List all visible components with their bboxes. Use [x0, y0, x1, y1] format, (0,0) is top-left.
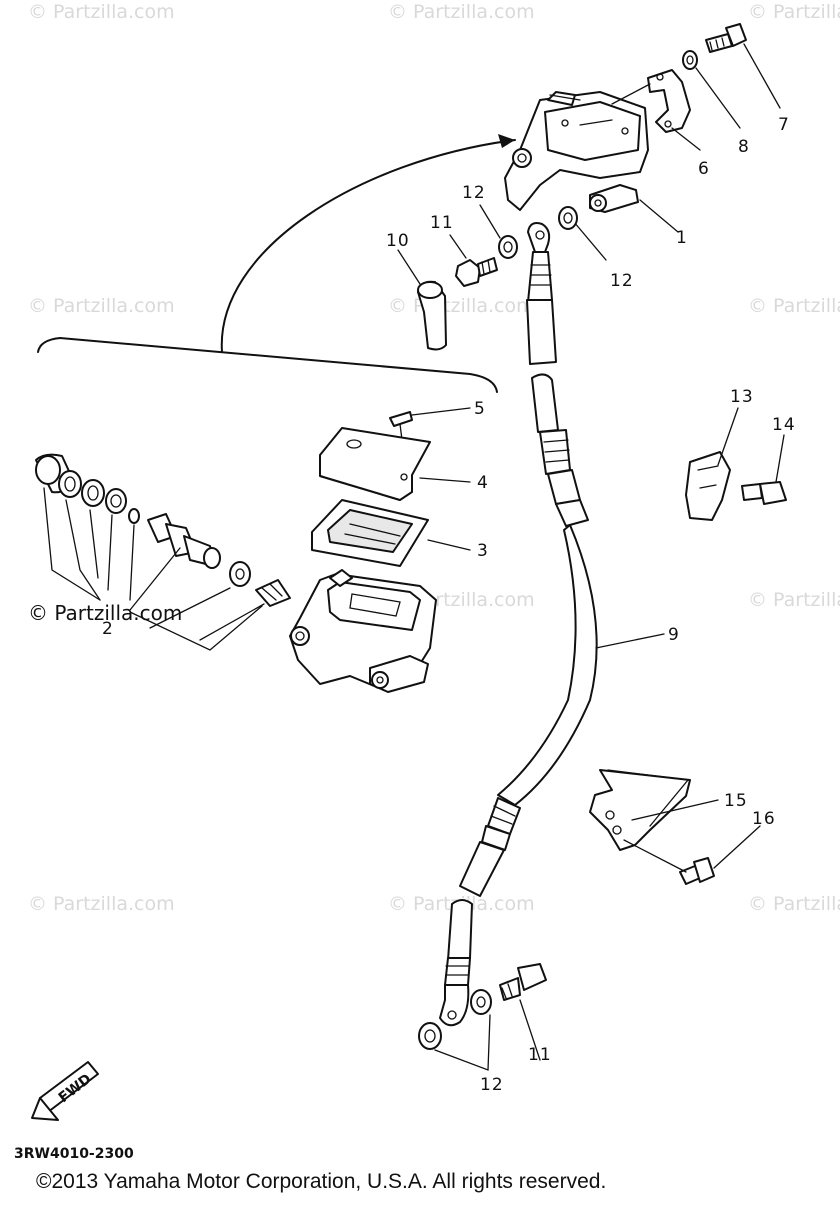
callout-10: 10: [386, 231, 410, 251]
callout-9: 9: [668, 625, 680, 645]
leader-12-top: [479, 204, 501, 239]
callout-3: 3: [477, 541, 489, 561]
leader-6b: [671, 127, 701, 151]
detail-bracket: [37, 337, 498, 393]
leader-2-fan: [43, 487, 265, 651]
leader-8: [695, 67, 741, 129]
watermark: © Partzilla.com: [28, 893, 175, 915]
callout-1: 1: [676, 228, 688, 248]
bolt-16: [679, 857, 715, 885]
leader-15: [631, 799, 719, 821]
leader-5: [411, 407, 471, 416]
bolt-14: [741, 481, 787, 505]
watermark-dark: © Partzilla.com: [28, 601, 182, 625]
arrow-head: [498, 134, 515, 148]
leader-1: [639, 199, 679, 233]
bolt-7: [705, 23, 747, 53]
washer-12-top-right: [558, 206, 578, 230]
hose-clip-13: [685, 451, 731, 521]
leader-10: [397, 249, 421, 285]
leader-11-bottom: [519, 999, 541, 1061]
callout-12-top: 12: [462, 183, 486, 203]
leader-3: [427, 539, 471, 551]
callout-15: 15: [724, 791, 748, 811]
master-cylinder-body: [289, 569, 437, 693]
copyright-notice: ©2013 Yamaha Motor Corporation, U.S.A. A…: [36, 1170, 606, 1193]
callout-11-top: 11: [430, 213, 454, 233]
leader-6: [611, 83, 651, 105]
leader-4: [419, 477, 471, 483]
callout-12-bottom: 12: [480, 1075, 504, 1095]
washer-12-bottom-right: [470, 989, 492, 1015]
callout-5: 5: [474, 399, 486, 419]
leader-15b: [623, 839, 687, 873]
watermark: © Partzilla.com: [388, 1, 535, 23]
watermark: © Partzilla.com: [388, 295, 535, 317]
callout-12-right: 12: [610, 271, 634, 291]
washer-8: [682, 50, 698, 70]
leader-16: [713, 825, 761, 869]
leader-13: [717, 407, 739, 466]
diaphragm-3: [311, 499, 429, 567]
reservoir-cover-4: [319, 427, 431, 501]
leader-12: [573, 221, 607, 261]
leader-11-top: [449, 234, 467, 259]
callout-7: 7: [778, 115, 790, 135]
leader-14: [775, 434, 785, 483]
master-cylinder-assembled: [504, 91, 649, 213]
leader-12-bottom: [434, 1014, 491, 1071]
watermark: © Partzilla.com: [748, 893, 840, 915]
callout-16: 16: [752, 809, 776, 829]
union-bolt-11-top: [455, 257, 498, 287]
handlebar-clamp: [647, 69, 691, 133]
callout-8: 8: [738, 137, 750, 157]
callout-14: 14: [772, 415, 796, 435]
brake-hose-9: [439, 373, 598, 1027]
callout-11-bottom: 11: [528, 1045, 552, 1065]
callout-2: 2: [102, 619, 114, 639]
callout-4: 4: [477, 473, 489, 493]
union-bolt-11-bottom: [499, 963, 547, 1001]
watermark: © Partzilla.com: [28, 295, 175, 317]
hose-guide-15: [589, 769, 691, 851]
washer-12-top-left: [498, 235, 518, 259]
assembly-arrow: [220, 139, 516, 353]
callout-layer: 1 2 3 4 5 6 7 8 9 10 11 11 12 12 12 13 1…: [102, 115, 796, 1095]
callout-13: 13: [730, 387, 754, 407]
cap-10: [417, 280, 447, 351]
diagram-code: 3RW4010-2300: [14, 1146, 134, 1162]
fwd-arrow: FWD: [31, 1061, 99, 1121]
watermark: © Partzilla.com: [748, 589, 840, 611]
leader-7: [743, 43, 781, 109]
piston-kit-2: [35, 453, 291, 607]
leader-9: [595, 633, 665, 649]
washer-12-bottom-left: [418, 1022, 442, 1050]
brake-hose-upper-fitting: [526, 222, 557, 365]
watermark: © Partzilla.com: [748, 295, 840, 317]
callout-6: 6: [698, 159, 710, 179]
watermark: © Partzilla.com: [748, 1, 840, 23]
watermark: © Partzilla.com: [28, 1, 175, 23]
